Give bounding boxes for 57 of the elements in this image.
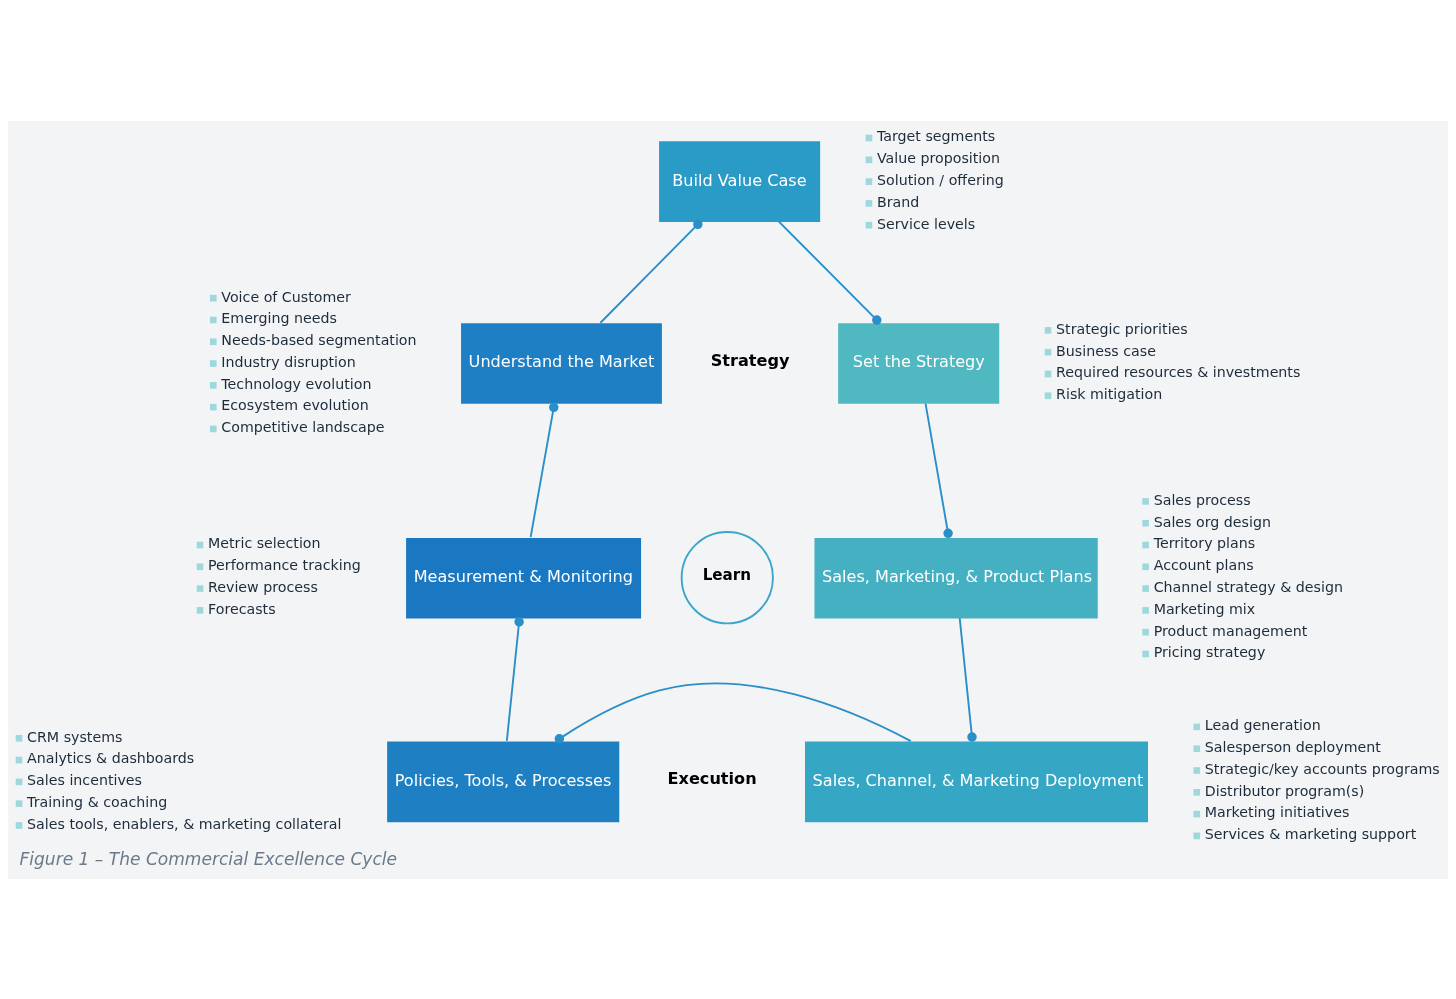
connector [554, 682, 912, 744]
connector [958, 616, 977, 742]
label: Execution [667, 768, 757, 788]
node-label: Analytics & dashboards [27, 749, 195, 766]
node-label: Risk mitigation [1056, 385, 1163, 402]
node-box: Set the Strategy [838, 322, 1000, 404]
connector [924, 402, 953, 538]
node-label: Solution / offering [876, 171, 1004, 188]
node-label: Brand [876, 193, 920, 210]
node-box: Sales, Marketing, & Product Plans [814, 537, 1098, 618]
node-label: Value proposition [876, 149, 1001, 166]
node-label: Required resources & investments [1056, 363, 1301, 380]
node-label: Ecosystem evolution [221, 396, 369, 413]
node-label: Strategic priorities [1056, 320, 1188, 337]
node-label: Strategic/key accounts programs [1204, 760, 1440, 777]
node-label: Sales tools, enablers, & marketing collateral [27, 815, 342, 832]
node-label: Marketing initiatives [1204, 803, 1350, 820]
node-label: Marketing mix [1153, 600, 1256, 617]
node-label: Service levels [876, 215, 976, 232]
node-label: Sales org design [1153, 513, 1271, 530]
node-label: Services & marketing support [1204, 825, 1417, 842]
node-box: Build Value Case [659, 140, 821, 222]
node-label: Voice of Customer [221, 288, 351, 304]
label: Strategy [710, 350, 790, 370]
node-circle: Learn [680, 530, 774, 624]
node-label: Performance tracking [208, 556, 361, 573]
node-label: Lead generation [1204, 716, 1321, 733]
node-label: Emerging needs [221, 309, 337, 326]
node-label: Pricing strategy [1153, 643, 1266, 660]
node-label: Industry disruption [221, 353, 356, 370]
node-label: Sales incentives [27, 771, 142, 788]
node-label: Territory plans [1153, 534, 1256, 551]
node-label: Review process [208, 578, 318, 595]
connector [599, 219, 703, 324]
node-label: Distributor program(s) [1204, 782, 1365, 799]
node-label: Sales process [1153, 491, 1251, 508]
node-label: Needs-based segmentation [221, 331, 417, 348]
node-label: Business case [1056, 342, 1156, 359]
node-label: Channel strategy & design [1153, 578, 1343, 595]
node-label: Salesperson deployment [1204, 738, 1381, 755]
node-label: Forecasts [208, 600, 276, 617]
node-label: Technology evolution [221, 375, 372, 392]
caption: Figure 1 – The Commercial Excellence Cycle [19, 848, 398, 869]
node-label: Target segments [876, 127, 996, 144]
node-label: Product management [1153, 621, 1308, 638]
connector [777, 220, 882, 325]
node-label: Account plans [1153, 556, 1254, 573]
node-label: Metric selection [208, 534, 321, 551]
node-box: Policies, Tools, & Processes [387, 741, 620, 822]
connector [505, 616, 524, 742]
node-box: Sales, Channel, & Marketing Deployment [805, 741, 1148, 822]
node-box: Measurement & Monitoring [406, 537, 642, 618]
node-box: Understand the Market [461, 322, 662, 404]
node-label: CRM systems [27, 728, 123, 745]
node-label: Training & coaching [27, 793, 168, 810]
node-label: Competitive landscape [221, 418, 385, 435]
connector [529, 402, 559, 538]
